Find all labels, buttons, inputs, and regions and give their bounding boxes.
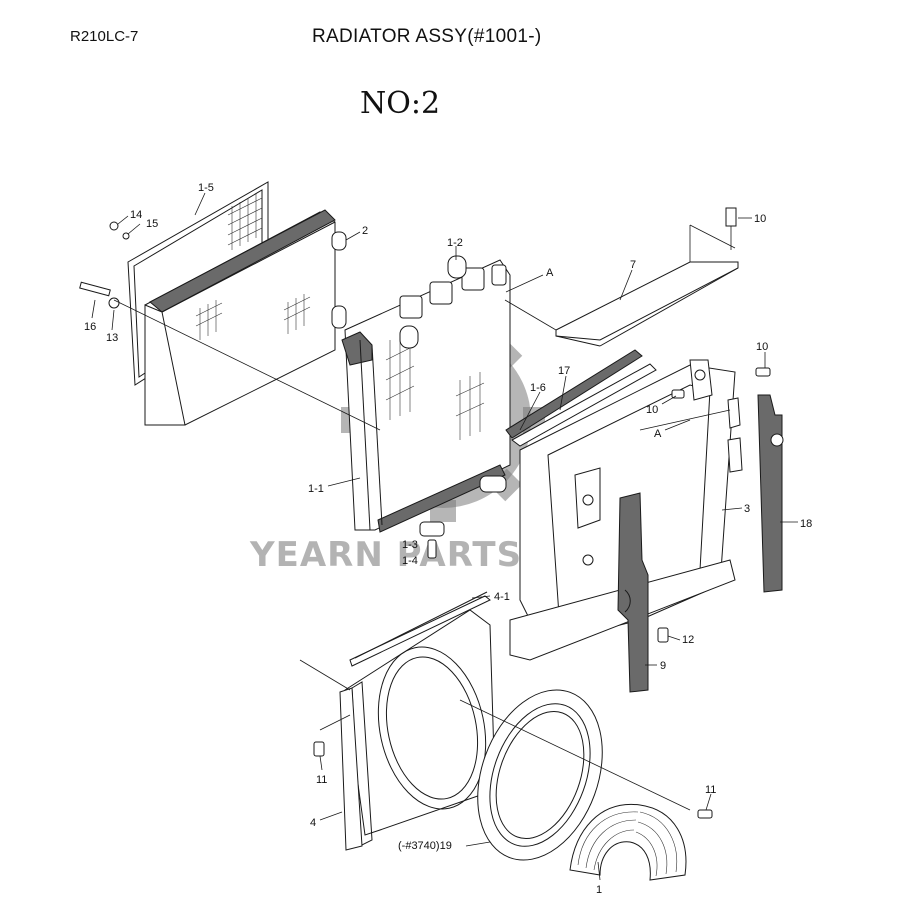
callout-19: (-#3740)19 [398, 840, 452, 852]
part-4-fan-shroud [339, 591, 496, 851]
callout-10-top: 10 [754, 213, 766, 225]
bolt-icon [671, 389, 685, 399]
bolt-icon [427, 539, 437, 559]
watermark-brand-text: YEARN PARTS [249, 535, 522, 575]
callout-4-1: 4-1 [494, 591, 510, 603]
part-9-baffle [617, 492, 649, 693]
fasteners [79, 207, 771, 819]
callout-15: 15 [146, 218, 158, 230]
wing-bolt-icon [109, 221, 130, 240]
callout-11-left: 11 [316, 774, 327, 786]
leader-lines [91, 192, 798, 881]
part-17-seal-strip [505, 349, 657, 447]
callout-10-left: 10 [646, 404, 658, 416]
callout-1-5: 1-5 [198, 182, 214, 194]
callout-16: 16 [84, 321, 96, 333]
bolt-icon [755, 367, 771, 377]
callout-1-3: 1-3 [402, 539, 418, 551]
part-1-finger-guard [569, 803, 687, 881]
model-label: R210LC-7 [70, 28, 139, 45]
part-1-1-radiator-core [341, 255, 511, 537]
callout-9: 9 [660, 660, 666, 672]
callout-1-4: 1-4 [402, 555, 418, 567]
callout-18: 18 [800, 518, 812, 530]
callout-2: 2 [362, 225, 368, 237]
part-2-upper-shroud [144, 209, 347, 426]
callout-7: 7 [630, 259, 636, 271]
sheet-number: NO:2 [360, 86, 441, 121]
part-18-side-plate [757, 394, 784, 593]
callout-1-1: 1-1 [308, 483, 324, 495]
bolt-icon [725, 207, 737, 250]
part-7-top-cover [555, 224, 739, 347]
callout-4: 4 [310, 817, 316, 829]
callout-14: 14 [130, 209, 142, 221]
callout-13: 13 [106, 332, 118, 344]
bolt-icon [313, 741, 325, 757]
bolt-icon [79, 281, 120, 309]
callout-10-mid: 10 [756, 341, 768, 353]
callout-1-bottom: 1 [596, 884, 602, 896]
callout-labels: 1-5 14 15 2 16 13 1-2 A 7 10 10 10 1-6 1… [84, 182, 812, 896]
diagram-title: RADIATOR ASSY(#1001-) [312, 26, 542, 47]
callout-1-6: 1-6 [530, 382, 546, 394]
bolt-icon [657, 627, 669, 643]
bolt-icon [697, 809, 713, 819]
callout-3: 3 [744, 503, 750, 515]
callout-17: 17 [558, 365, 570, 377]
callout-a-mid: A [654, 428, 662, 440]
callout-11-right: 11 [705, 784, 716, 796]
callout-a-top: A [546, 267, 554, 279]
part-19-fan-ring [477, 689, 603, 861]
callout-1-2: 1-2 [447, 237, 463, 249]
guide-lines [113, 299, 731, 811]
callout-12: 12 [682, 634, 694, 646]
